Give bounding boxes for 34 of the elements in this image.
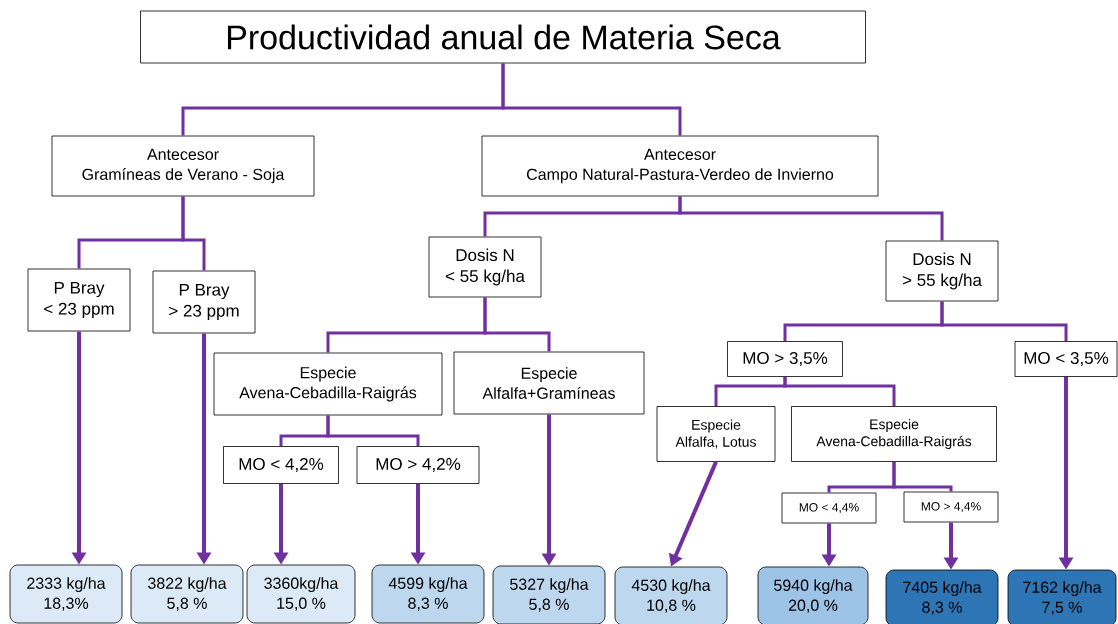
result-box: 2333 kg/ha 18,3% [9,564,123,624]
condition-box: Antecesor Gramíneas de Verano - Soja [51,135,315,197]
condition-box: Especie Avena-Cebadilla-Raigrás [213,352,443,416]
connector [483,297,551,352]
connector [678,196,944,241]
condition-box: Especie Alfalfa+Gramíneas [453,351,645,415]
result-box: 7162 kg/ha 7,5 % [1007,569,1117,624]
result-box: 3360kg/ha 15,0 % [246,564,356,624]
connector [326,415,420,447]
result-box: 4530 kg/ha 10,8 % [614,566,728,624]
condition-box: Especie Avena-Cebadilla-Raigrás [791,406,997,462]
result-box: 3822 kg/ha 5,8 % [130,564,244,624]
connector [892,461,953,492]
title-box: Productividad anual de Materia Seca [140,10,866,64]
condition-box: Especie Alfalfa, Lotus [656,406,776,462]
connector [181,196,206,271]
condition-box: MO < 4,2% [223,446,339,484]
condition-box: P Bray < 23 ppm [27,268,131,332]
condition-box: MO > 3,5% [727,341,843,377]
connector [501,63,682,136]
condition-box: MO < 3,5% [1014,341,1118,377]
condition-box: MO > 4,4% [903,491,999,523]
condition-box: P Bray > 23 ppm [152,270,256,334]
result-box: 5327 kg/ha 5,8 % [492,565,606,624]
result-box: 5940 kg/ha 20,0 % [757,566,869,624]
condition-box: Antecesor Campo Natural-Pastura-Verdeo de Invierno [481,135,879,197]
condition-box: MO < 4,4% [781,492,877,524]
condition-box: MO > 4,2% [356,446,480,484]
condition-box: Dosis N > 55 kg/ha [885,240,999,302]
result-box: 4599 kg/ha 8,3 % [371,564,485,624]
result-box: 7405 kg/ha 8,3 % [885,569,999,624]
connector [940,301,1068,342]
connector [783,376,896,407]
condition-box: Dosis N < 55 kg/ha [428,236,542,298]
